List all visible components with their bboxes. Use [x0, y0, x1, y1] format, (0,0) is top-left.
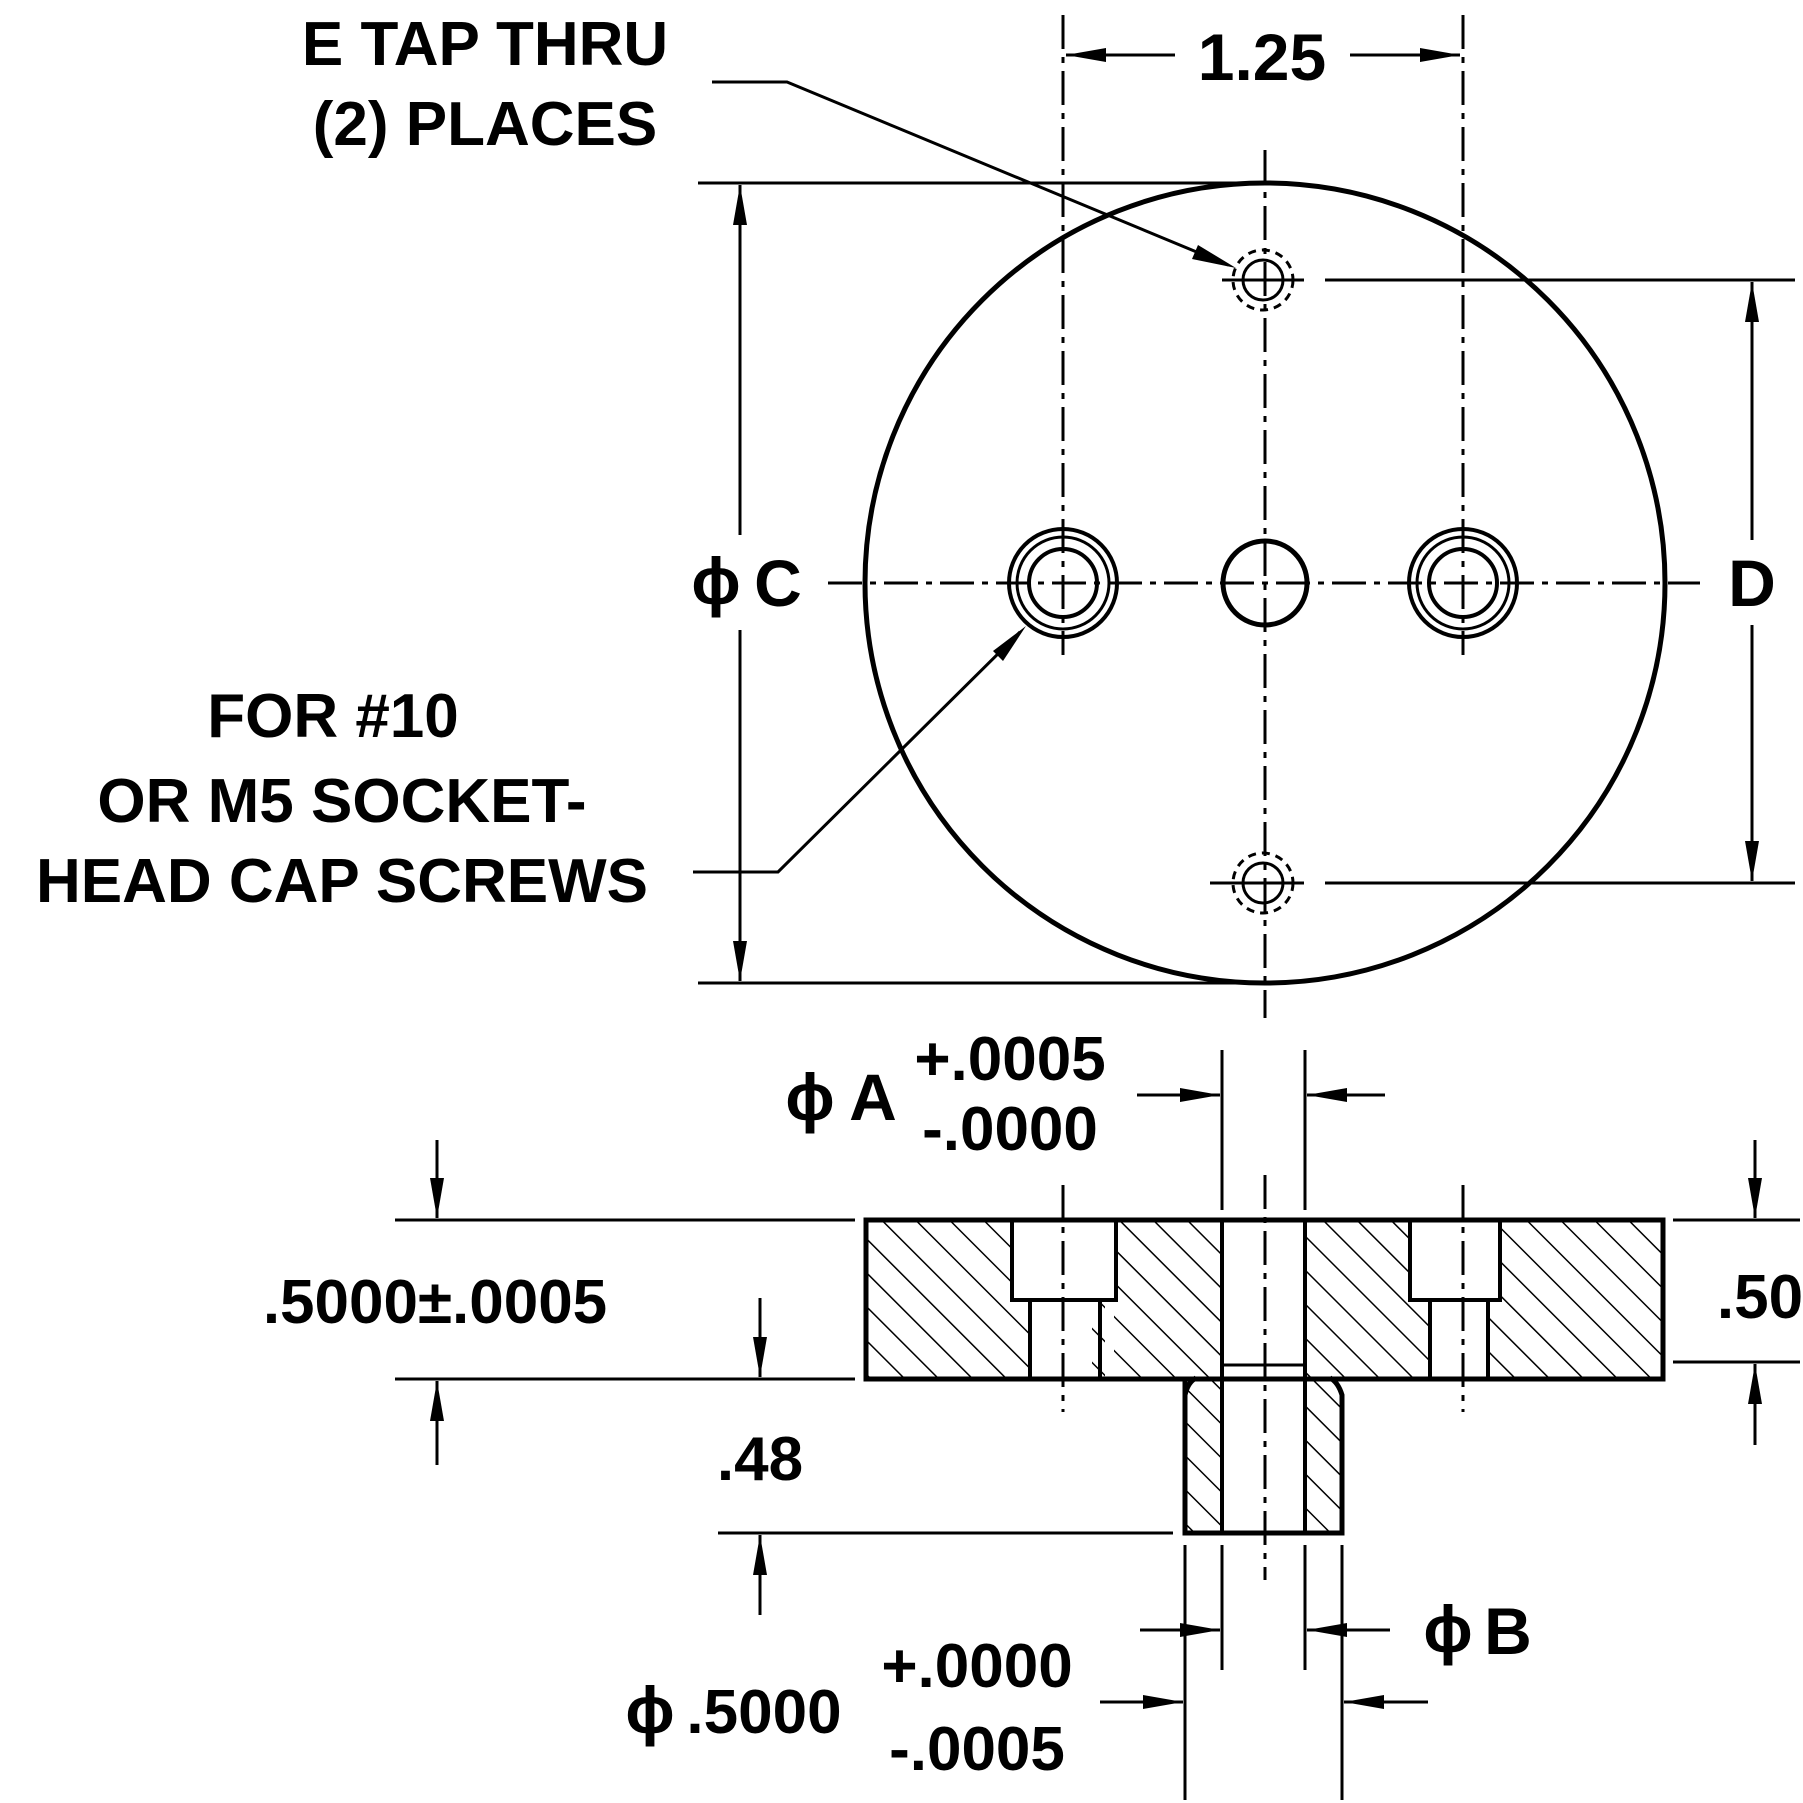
bore-b-label: B: [1484, 1594, 1532, 1668]
bore-a-dimension: ϕ A +.0005 -.0000: [785, 1025, 1385, 1164]
boss-height-dimension: .48: [717, 1298, 803, 1615]
hole-spacing-dimension: D: [1728, 282, 1776, 881]
boss-diameter-dimension: ϕ .5000 +.0000 -.0005: [625, 1632, 1428, 1784]
thickness-dim-text: .5000±.0005: [263, 1268, 607, 1337]
boss-tol-minus: -.0005: [889, 1715, 1065, 1784]
bore-a-tol-plus: +.0005: [914, 1025, 1105, 1094]
bore-b-symbol: ϕ: [1423, 1592, 1472, 1666]
outer-diameter-dimension: ϕ C: [691, 185, 802, 981]
boss-diameter-symbol: ϕ: [625, 1673, 674, 1747]
screw-note-line2: OR M5 SOCKET-: [97, 767, 586, 836]
top-view: 1.25 ϕ C D E TAP THRU (2) PLACES: [36, 10, 1795, 1018]
bottom-tapped-hole: [1210, 851, 1304, 915]
bore-a-symbol: ϕ: [785, 1060, 834, 1134]
tap-note: E TAP THRU (2) PLACES: [302, 10, 1236, 268]
right-thickness-text: .50: [1717, 1263, 1803, 1332]
spacing-dim-text: 1.25: [1198, 20, 1326, 94]
center-bore: [1220, 538, 1310, 628]
top-tapped-hole: [1222, 248, 1304, 312]
boss-height-text: .48: [717, 1425, 803, 1494]
hole-spacing-label: D: [1728, 546, 1776, 620]
boss-diameter-value: .5000: [686, 1678, 841, 1747]
bore-b-dimension: ϕ B: [1140, 1592, 1532, 1668]
outer-diameter-label: C: [754, 546, 802, 620]
spacing-dimension: 1.25: [1066, 20, 1460, 94]
thickness-dimension: .5000±.0005: [263, 1140, 607, 1465]
boss-tol-plus: +.0000: [881, 1632, 1072, 1701]
right-thickness-dimension: .50: [1717, 1140, 1803, 1445]
tap-note-line2: (2) PLACES: [313, 90, 657, 159]
screw-note-line1: FOR #10: [207, 682, 459, 751]
bore-a-label: A: [849, 1060, 897, 1134]
screw-note: FOR #10 OR M5 SOCKET- HEAD CAP SCREWS: [36, 626, 1026, 916]
outer-diameter-symbol: ϕ: [691, 544, 740, 618]
tap-note-line1: E TAP THRU: [302, 10, 668, 79]
bore-a-tol-minus: -.0000: [922, 1095, 1098, 1164]
screw-note-line3: HEAD CAP SCREWS: [36, 847, 648, 916]
section-view: ϕ A +.0005 -.0000 .5000±.0005 .48: [263, 1025, 1803, 1800]
